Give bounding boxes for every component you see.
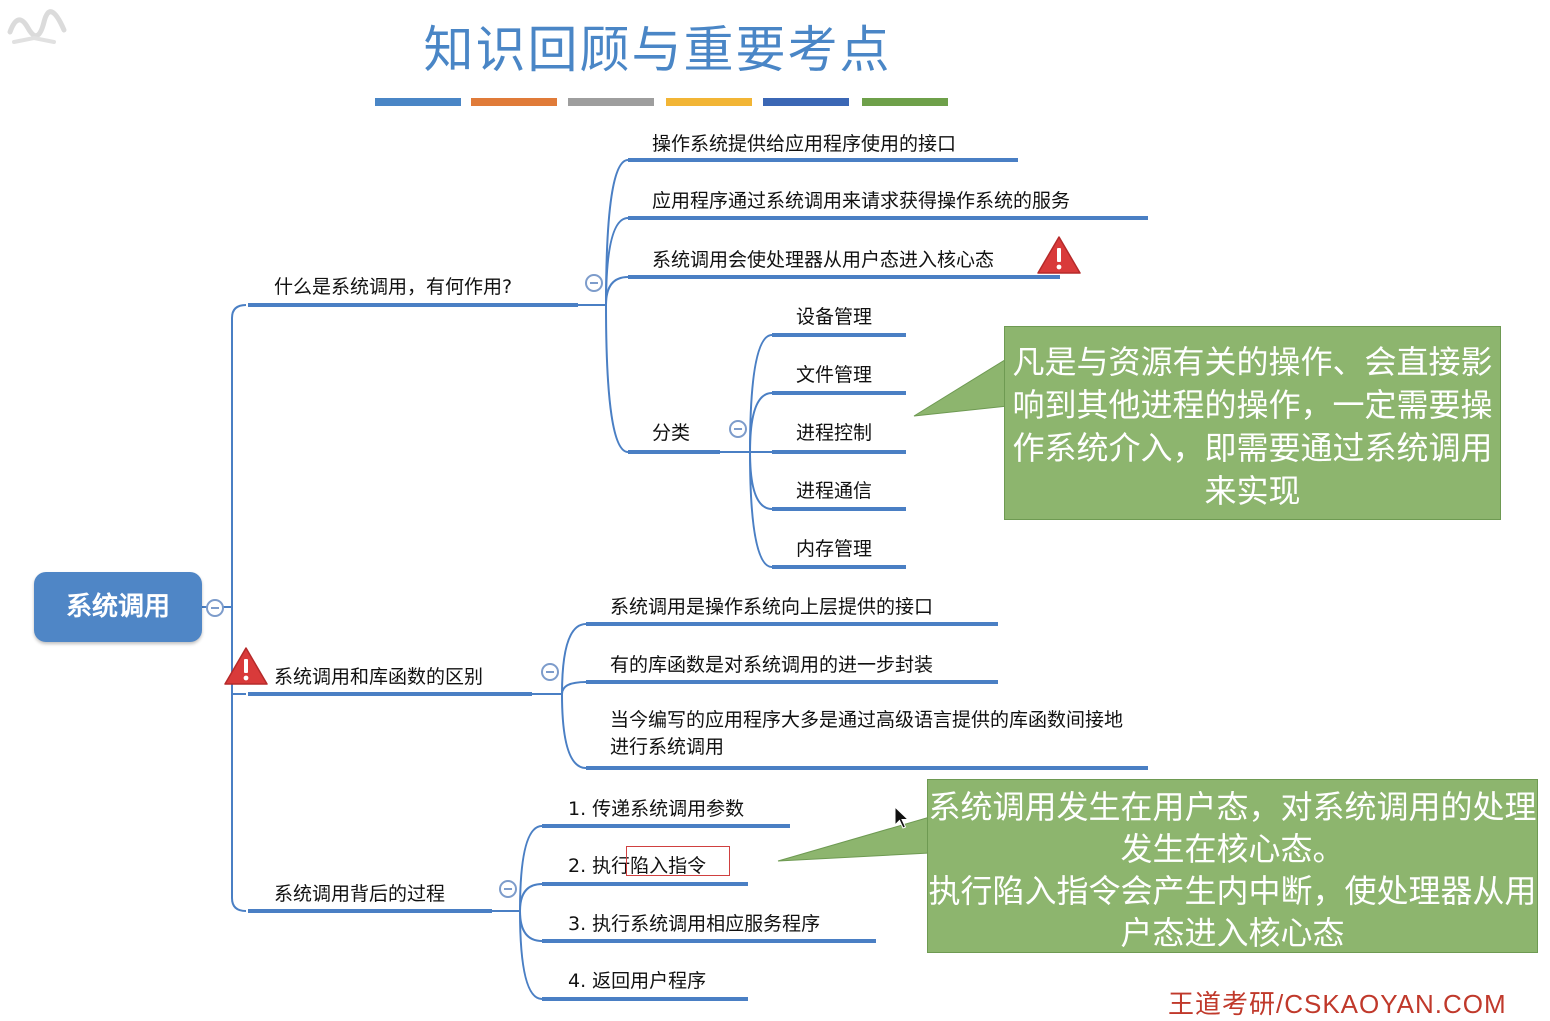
title-underline-gray — [568, 98, 654, 106]
category-item-process-control-underline — [772, 450, 906, 454]
watermark-logo — [7, 9, 67, 44]
branch-process-underline — [248, 909, 492, 913]
process-step-1[interactable]: 1. 传递系统调用参数 — [568, 798, 745, 820]
diff-child-2-underline — [586, 680, 998, 684]
process-step-4[interactable]: 4. 返回用户程序 — [568, 970, 707, 992]
footer-watermark: 王道考研/CSKAOYAN.COM — [1168, 989, 1507, 1019]
page-title: 知识回顾与重要考点 — [423, 21, 892, 79]
process-step-3-underline — [542, 939, 876, 943]
what-child-3-underline — [628, 275, 1060, 279]
callout-1-pointer — [913, 357, 1008, 417]
branch-what-underline — [248, 303, 578, 307]
category-item-process-control[interactable]: 进程控制 — [796, 422, 873, 444]
category-item-memory-underline — [772, 565, 906, 569]
callout-2-pointer — [777, 816, 930, 862]
root-collapse-toggle[interactable] — [206, 599, 224, 617]
title-underline-navy — [763, 98, 849, 106]
warning-icon — [224, 647, 268, 685]
what-child-2[interactable]: 应用程序通过系统调用来请求获得操作系统的服务 — [652, 190, 1071, 212]
branch-what-label[interactable]: 什么是系统调用，有何作用? — [274, 276, 513, 298]
diff-child-2[interactable]: 有的库函数是对系统调用的进一步封装 — [610, 654, 934, 676]
branch-diff-label[interactable]: 系统调用和库函数的区别 — [274, 666, 484, 688]
branch-process-collapse-toggle[interactable] — [499, 880, 517, 898]
what-child-1-underline — [628, 158, 1018, 162]
branch-diff-underline — [248, 692, 532, 696]
root-node[interactable]: 系统调用 — [34, 572, 202, 642]
branch-what-collapse-toggle[interactable] — [585, 274, 603, 292]
category-label[interactable]: 分类 — [652, 422, 691, 444]
branch-process-label[interactable]: 系统调用背后的过程 — [274, 883, 446, 905]
process-step-1-underline — [542, 824, 790, 828]
process-step-3[interactable]: 3. 执行系统调用相应服务程序 — [568, 913, 821, 935]
category-underline — [628, 450, 720, 454]
callout-2-line-1: 系统调用发生在用户态，对系统调用的处理发生在核心态。 — [928, 788, 1537, 868]
category-collapse-toggle[interactable] — [729, 420, 747, 438]
what-child-3[interactable]: 系统调用会使处理器从用户态进入核心态 — [652, 249, 995, 271]
what-child-1[interactable]: 操作系统提供给应用程序使用的接口 — [652, 133, 957, 155]
highlight-box — [626, 846, 730, 876]
diff-child-3[interactable]: 当今编写的应用程序大多是通过高级语言提供的库函数间接地进行系统调用 — [610, 709, 1124, 758]
category-item-file-underline — [772, 391, 906, 395]
mouse-cursor-icon — [894, 806, 910, 829]
title-underline-orange — [471, 98, 557, 106]
callout-trap-instruction: 系统调用发生在用户态，对系统调用的处理发生在核心态。 执行陷入指令会产生内中断，… — [927, 779, 1538, 953]
callout-1-text: 凡是与资源有关的操作、会直接影响到其他进程的操作，一定需要操作系统介入，即需要通… — [1012, 343, 1493, 510]
category-item-ipc-underline — [772, 507, 906, 511]
category-item-ipc[interactable]: 进程通信 — [796, 480, 873, 502]
title-underline-green — [862, 98, 948, 106]
diff-child-3-underline — [586, 766, 1148, 770]
branch-diff-collapse-toggle[interactable] — [541, 663, 559, 681]
process-step-2[interactable]: 2. 执行陷入指令 — [568, 855, 707, 877]
category-item-device-underline — [772, 333, 906, 337]
category-item-device[interactable]: 设备管理 — [796, 306, 873, 328]
category-item-memory[interactable]: 内存管理 — [796, 538, 873, 560]
category-item-file[interactable]: 文件管理 — [796, 364, 873, 386]
callout-resource-operations: 凡是与资源有关的操作、会直接影响到其他进程的操作，一定需要操作系统介入，即需要通… — [1004, 326, 1501, 520]
diff-child-1[interactable]: 系统调用是操作系统向上层提供的接口 — [610, 596, 934, 618]
callout-2-line-2: 执行陷入指令会产生内中断，使处理器从用户态进入核心态 — [928, 872, 1537, 952]
diff-child-1-underline — [586, 622, 998, 626]
process-step-2-underline — [542, 882, 748, 886]
title-underline-yellow — [666, 98, 752, 106]
process-step-4-underline — [542, 997, 748, 1001]
warning-icon — [1037, 236, 1081, 274]
title-underline-blue — [375, 98, 461, 106]
what-child-2-underline — [628, 216, 1148, 220]
